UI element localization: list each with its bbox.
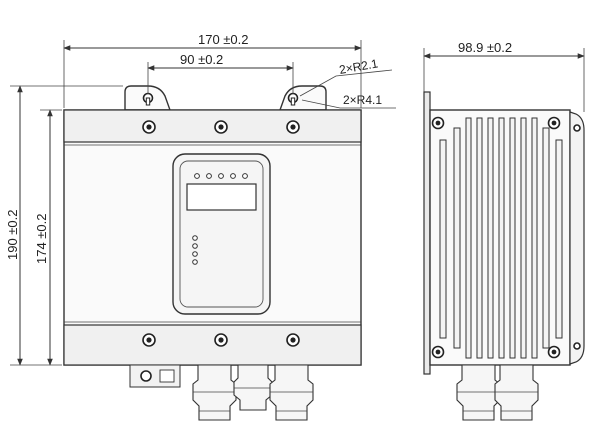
top-mounting-bar — [63, 109, 362, 143]
cable-glands-front — [129, 364, 314, 421]
bottom-screw-2 — [214, 333, 228, 347]
side-screw-bottom-left — [431, 345, 445, 359]
bottom-screw-1 — [142, 333, 156, 347]
side-cover-screw-bottom — [573, 342, 581, 350]
heatsink-fins — [439, 117, 563, 359]
top-right-mount-tab — [279, 85, 327, 111]
dimension-mount-spacing — [147, 62, 294, 94]
slot-radius-small-label: 2×R2.1 — [338, 56, 379, 77]
indicator-led-row — [194, 173, 248, 179]
side-depth-label: 98.9 ±0.2 — [458, 40, 512, 55]
dimension-total-height — [10, 85, 123, 366]
cable-glands-side — [456, 364, 539, 421]
slot-radius-large-label: 2×R4.1 — [343, 93, 382, 107]
side-mounting-plate — [423, 91, 431, 375]
top-screw-2 — [214, 120, 228, 134]
side-screw-top-right — [547, 116, 561, 130]
top-screw-3 — [286, 120, 300, 134]
side-screw-bottom-right — [547, 345, 561, 359]
side-view: 98.9 ±0.2 — [423, 40, 585, 421]
dimension-front-width — [63, 40, 362, 108]
side-cover-screw-top — [573, 124, 581, 132]
status-led-column — [192, 235, 198, 265]
callout-leaders — [299, 69, 396, 109]
lcd-window — [186, 183, 257, 211]
front-cover-profile — [569, 111, 585, 365]
top-screw-1 — [142, 120, 156, 134]
bottom-mounting-bar — [63, 324, 362, 366]
bottom-screw-3 — [286, 333, 300, 347]
body-height-label: 174 ±0.2 — [34, 213, 49, 264]
side-screw-top-left — [431, 116, 445, 130]
dimension-side-depth — [423, 48, 585, 112]
dimension-body-height — [40, 109, 62, 366]
front-view — [63, 85, 362, 421]
mount-spacing-label: 90 ±0.2 — [180, 52, 223, 67]
front-width-label: 170 ±0.2 — [198, 32, 249, 47]
total-height-label: 190 ±0.2 — [5, 209, 20, 260]
display-panel — [172, 153, 271, 315]
